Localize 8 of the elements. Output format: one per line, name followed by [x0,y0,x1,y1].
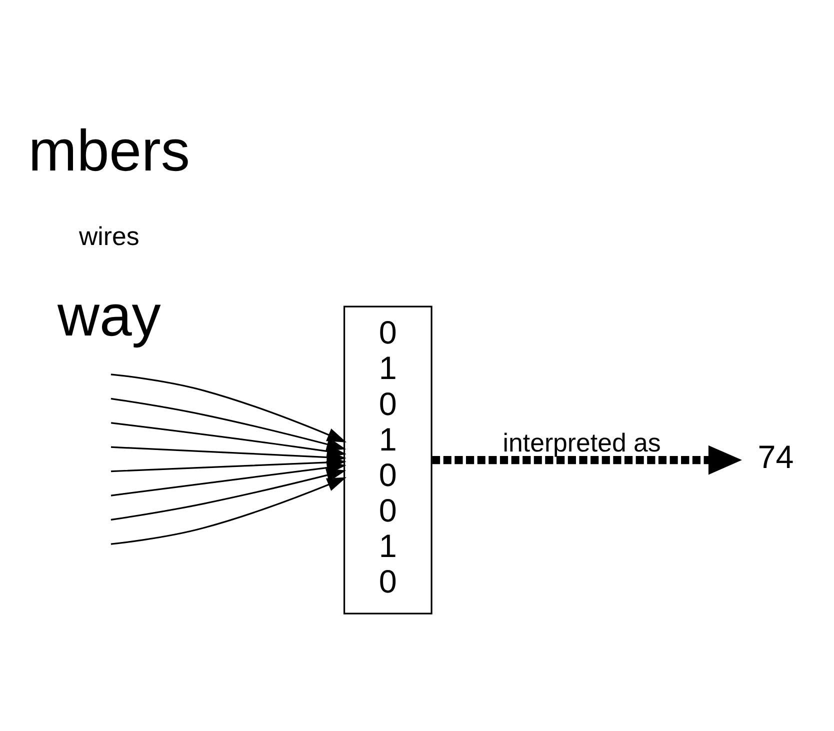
node-box: 0 1 0 1 0 0 1 0 [343,306,432,614]
label: way [57,283,161,348]
arrow [432,445,742,475]
label: wires [79,222,140,251]
edge-label: interpreted as [502,430,661,458]
label: mbers [28,118,190,184]
node-text: 74 [758,439,794,476]
arrow [110,468,346,545]
